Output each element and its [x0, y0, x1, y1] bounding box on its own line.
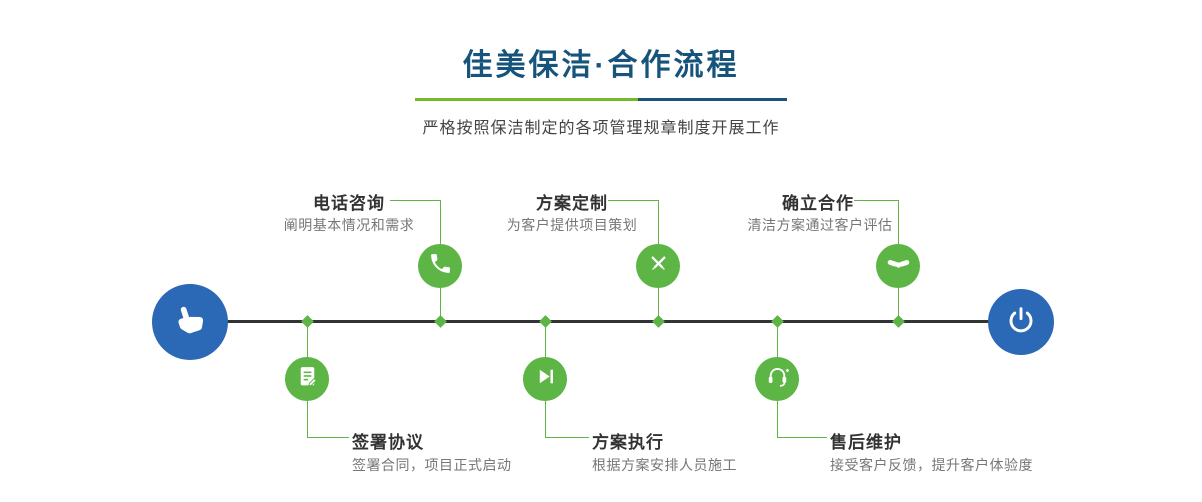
step-node: [523, 357, 567, 401]
divider-blue-segment: [638, 98, 787, 101]
timeline-diamond-marker: [434, 315, 447, 328]
step-description: 阐明基本情况和需求: [283, 217, 415, 233]
step-title: 确立合作: [782, 194, 854, 213]
label-connector: [898, 200, 899, 244]
connector-line: [658, 288, 659, 317]
start-node: [152, 284, 228, 360]
end-node: [988, 289, 1054, 355]
step-description: 根据方案安排人员施工: [592, 457, 737, 473]
label-connector: [440, 200, 441, 244]
design-tools-icon: [646, 251, 671, 281]
label-connector: [658, 200, 659, 244]
step-node: [418, 244, 462, 288]
step-description: 接受客户反馈，提升客户体验度: [830, 457, 1033, 473]
step-title: 方案执行: [592, 433, 664, 452]
step-description: 为客户提供项目策划: [506, 217, 638, 233]
timeline-diamond-marker: [892, 315, 905, 328]
label-connector: [777, 401, 778, 437]
step-title: 电话咨询: [313, 194, 385, 213]
hand-pointer-icon: [171, 301, 209, 344]
step-node: [876, 244, 920, 288]
step-title: 签署协议: [352, 433, 424, 452]
headset-icon: [765, 364, 790, 394]
handshake-icon: [886, 251, 911, 281]
step-description: 清洁方案通过客户评估: [747, 217, 893, 233]
label-connector: [608, 200, 658, 201]
label-connector: [777, 437, 827, 438]
play-icon: [533, 364, 558, 394]
step-node: [755, 357, 799, 401]
step-node: [636, 244, 680, 288]
connector-line: [898, 288, 899, 317]
connector-line: [545, 326, 546, 357]
label-connector: [307, 401, 308, 437]
step-title: 售后维护: [830, 433, 902, 452]
section-header: 佳美保洁·合作流程 严格按照保洁制定的各项管理规章制度开展工作: [0, 0, 1202, 138]
step-description: 签署合同，项目正式启动: [352, 457, 512, 473]
connector-line: [307, 326, 308, 357]
label-connector: [545, 401, 546, 437]
label-connector: [854, 200, 898, 201]
power-icon: [1005, 304, 1037, 341]
connector-line: [777, 326, 778, 357]
page-subtitle: 严格按照保洁制定的各项管理规章制度开展工作: [422, 120, 780, 137]
phone-icon: [428, 251, 453, 281]
connector-line: [440, 288, 441, 317]
contract-icon: [295, 364, 320, 394]
page-title: 佳美保洁·合作流程: [462, 49, 740, 82]
title-divider: [415, 98, 787, 101]
label-connector: [307, 437, 349, 438]
timeline-line: [188, 320, 1026, 323]
label-connector: [390, 200, 440, 201]
step-node: [285, 357, 329, 401]
label-connector: [545, 437, 589, 438]
timeline-diamond-marker: [652, 315, 665, 328]
divider-green-segment: [415, 98, 639, 101]
step-title: 方案定制: [536, 194, 608, 213]
